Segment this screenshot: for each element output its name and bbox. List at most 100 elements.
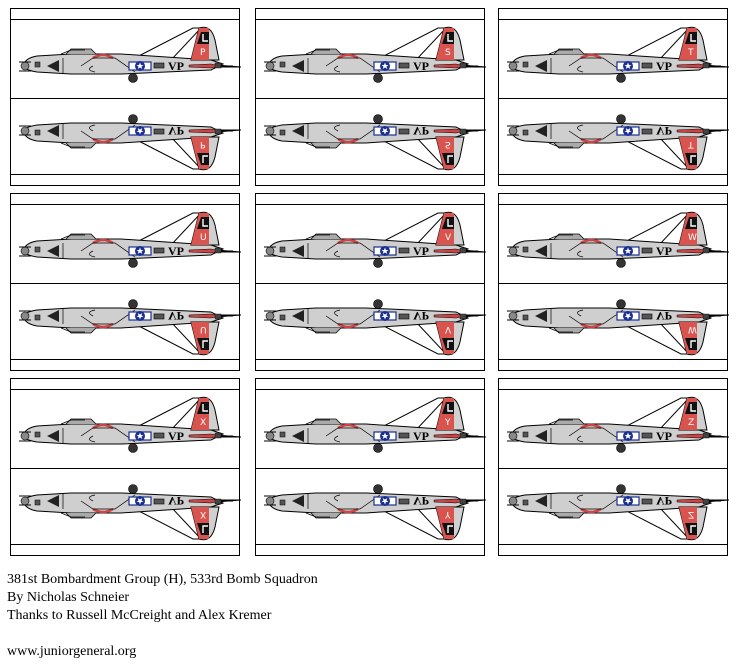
band-top-line bbox=[256, 194, 484, 205]
plane-bottom: VP P bbox=[11, 99, 241, 177]
plane-top: VP T bbox=[499, 20, 729, 98]
caption-website[interactable]: www.juniorgeneral.org bbox=[7, 644, 137, 659]
plane-top: VP S bbox=[256, 20, 486, 98]
b17-bomber-icon: VP P bbox=[19, 114, 241, 171]
band-top-line bbox=[11, 9, 239, 20]
mid-line bbox=[256, 98, 484, 99]
squadron-code: VP bbox=[656, 494, 672, 508]
band-bot-line bbox=[11, 359, 239, 370]
squadron-code: VP bbox=[656, 309, 672, 323]
tail-letter: T bbox=[687, 48, 694, 58]
squadron-code: VP bbox=[413, 59, 429, 73]
squadron-code: VP bbox=[656, 429, 672, 443]
plane-bottom: VP T bbox=[499, 99, 729, 177]
b17-bomber-icon: VP U bbox=[19, 299, 241, 356]
caption-author: By Nicholas Schneier bbox=[7, 590, 130, 605]
tail-letter: W bbox=[688, 324, 697, 334]
band-bot-line bbox=[499, 174, 727, 185]
band-bot-line bbox=[256, 359, 484, 370]
band-top-line bbox=[499, 9, 727, 20]
tail-letter: Z bbox=[688, 418, 694, 428]
mid-line bbox=[256, 468, 484, 469]
band-bot-line bbox=[256, 544, 484, 555]
tail-letter: Y bbox=[444, 418, 451, 428]
band-top-line bbox=[11, 379, 239, 390]
figure-card: VP Y bbox=[255, 378, 486, 556]
b17-bomber-icon: VP X bbox=[19, 396, 241, 453]
plane-top: VP U bbox=[11, 205, 241, 283]
figure-card: VP S bbox=[255, 8, 486, 186]
band-bot-line bbox=[11, 174, 239, 185]
plane-bottom: VP S bbox=[256, 99, 486, 177]
figure-card: VP W bbox=[498, 193, 729, 371]
band-bot-line bbox=[256, 174, 484, 185]
squadron-code: VP bbox=[168, 494, 184, 508]
squadron-code: VP bbox=[413, 494, 429, 508]
plane-top: VP Y bbox=[256, 390, 486, 468]
band-top-line bbox=[499, 379, 727, 390]
b17-bomber-icon: VP S bbox=[264, 114, 486, 171]
plane-top: VP Z bbox=[499, 390, 729, 468]
tail-letter: X bbox=[200, 418, 206, 428]
tail-letter: V bbox=[445, 233, 452, 243]
squadron-code: VP bbox=[168, 429, 184, 443]
b17-bomber-icon: VP W bbox=[507, 299, 729, 356]
tail-letter: X bbox=[200, 509, 206, 519]
b17-bomber-icon: VP Z bbox=[507, 396, 729, 453]
caption-title: 381st Bombardment Group (H), 533rd Bomb … bbox=[7, 572, 318, 587]
squadron-code: VP bbox=[413, 309, 429, 323]
mid-line bbox=[11, 468, 239, 469]
squadron-code: VP bbox=[168, 244, 184, 258]
band-top-line bbox=[256, 379, 484, 390]
mid-line bbox=[499, 468, 727, 469]
b17-bomber-icon: VP Y bbox=[264, 396, 486, 453]
plane-bottom: VP U bbox=[11, 284, 241, 362]
band-bot-line bbox=[499, 544, 727, 555]
plane-top: VP W bbox=[499, 205, 729, 283]
squadron-code: VP bbox=[656, 59, 672, 73]
figure-card: VP V bbox=[255, 193, 486, 371]
b17-bomber-icon: VP S bbox=[264, 26, 486, 83]
squadron-code: VP bbox=[413, 124, 429, 138]
figure-card: VP U bbox=[10, 193, 241, 371]
squadron-code: VP bbox=[656, 124, 672, 138]
squadron-code: VP bbox=[413, 244, 429, 258]
figure-card: VP Z bbox=[498, 378, 729, 556]
tail-letter: W bbox=[688, 233, 697, 243]
caption-thanks: Thanks to Russell McCreight and Alex Kre… bbox=[7, 608, 272, 623]
figure-card: VP P bbox=[10, 8, 241, 186]
tail-letter: S bbox=[445, 48, 451, 58]
plane-bottom: VP W bbox=[499, 284, 729, 362]
b17-bomber-icon: VP V bbox=[264, 211, 486, 268]
plane-bottom: VP V bbox=[256, 284, 486, 362]
mid-line bbox=[11, 98, 239, 99]
b17-bomber-icon: VP U bbox=[19, 211, 241, 268]
b17-bomber-icon: VP T bbox=[507, 114, 729, 171]
plane-bottom: VP X bbox=[11, 469, 241, 547]
squadron-code: VP bbox=[168, 59, 184, 73]
b17-bomber-icon: VP Z bbox=[507, 484, 729, 541]
b17-bomber-icon: VP V bbox=[264, 299, 486, 356]
b17-bomber-icon: VP Y bbox=[264, 484, 486, 541]
tail-letter: V bbox=[445, 324, 452, 334]
squadron-code: VP bbox=[168, 309, 184, 323]
mid-line bbox=[256, 283, 484, 284]
tail-letter: P bbox=[200, 139, 206, 149]
squadron-code: VP bbox=[656, 244, 672, 258]
b17-bomber-icon: VP P bbox=[19, 26, 241, 83]
plane-top: VP V bbox=[256, 205, 486, 283]
plane-top: VP P bbox=[11, 20, 241, 98]
squadron-code: VP bbox=[168, 124, 184, 138]
tail-letter: Z bbox=[688, 509, 694, 519]
band-top-line bbox=[499, 194, 727, 205]
tail-letter: U bbox=[200, 233, 207, 243]
band-bot-line bbox=[11, 544, 239, 555]
b17-bomber-icon: VP X bbox=[19, 484, 241, 541]
mid-line bbox=[499, 98, 727, 99]
tail-letter: P bbox=[200, 48, 206, 58]
tail-letter: T bbox=[687, 139, 694, 149]
figure-card: VP T bbox=[498, 8, 729, 186]
plane-bottom: VP Z bbox=[499, 469, 729, 547]
b17-bomber-icon: VP W bbox=[507, 211, 729, 268]
plane-top: VP X bbox=[11, 390, 241, 468]
